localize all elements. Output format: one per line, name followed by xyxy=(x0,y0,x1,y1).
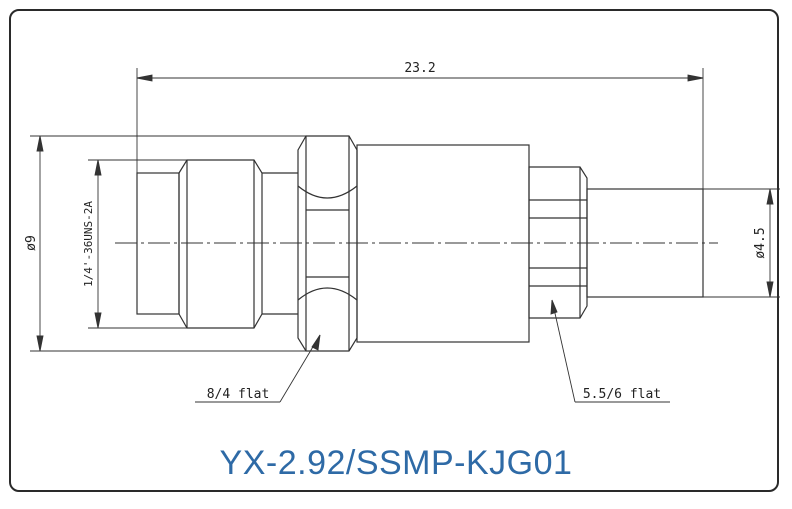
dim-diameter-9: ø9 xyxy=(24,235,39,251)
model-title: YX-2.92/SSMP-KJG01 xyxy=(219,444,573,482)
drawing-frame xyxy=(9,9,779,492)
dim-overall-length: 23.2 xyxy=(404,61,435,76)
label-flat-8-4: 8/4 flat xyxy=(207,387,270,402)
knurled-coupling xyxy=(178,159,263,329)
dim-diameter-4-5: ø4.5 xyxy=(753,227,768,258)
label-flat-5-5-6: 5.5/6 flat xyxy=(583,387,661,402)
dim-thread: 1/4'-36UNS-2A xyxy=(82,201,95,287)
